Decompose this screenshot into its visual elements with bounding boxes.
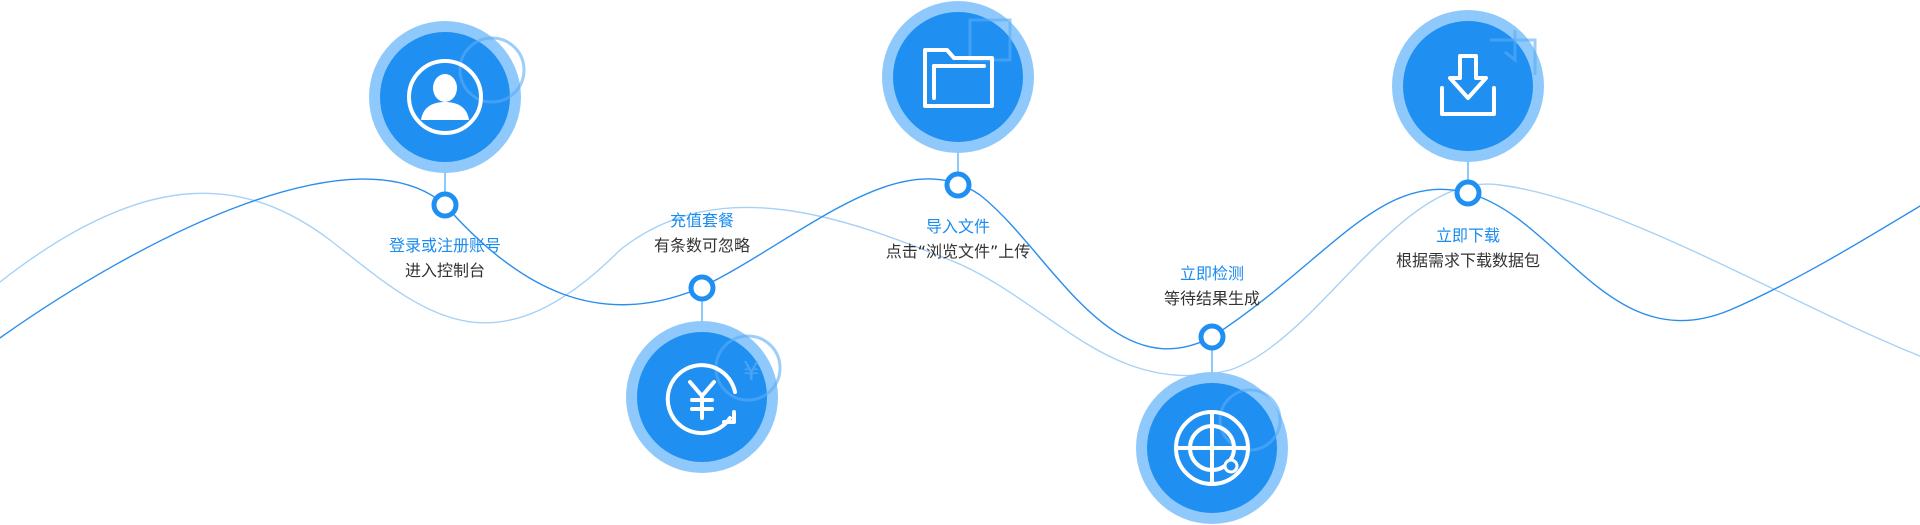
user-icon	[407, 59, 483, 135]
step-marker	[1198, 323, 1226, 351]
step-2-title: 充值套餐	[669, 211, 734, 230]
step-3-title: 导入文件	[925, 217, 990, 236]
step-4-badge	[1136, 372, 1288, 524]
step-marker	[431, 191, 459, 219]
step-4-title: 立即检测	[1179, 264, 1244, 283]
step-5-title: 立即下载	[1435, 226, 1500, 245]
radar-icon	[1174, 410, 1250, 486]
step-5-desc: 根据需求下载数据包	[1395, 251, 1540, 270]
step-2-desc: 有条数可忽略	[653, 236, 750, 255]
yuan-refresh-icon	[665, 363, 737, 436]
step-marker	[688, 274, 716, 302]
step-2-badge: ¥	[626, 321, 782, 473]
step-3-badge	[882, 1, 1034, 153]
folder-icon	[923, 48, 994, 108]
step-3-desc: 点击“浏览文件”上传	[885, 242, 1031, 261]
step-marker	[944, 171, 972, 199]
step-1-desc: 进入控制台	[404, 261, 485, 280]
svg-text:¥: ¥	[743, 357, 760, 387]
step-1-title: 登录或注册账号	[388, 236, 501, 255]
step-marker	[1454, 179, 1482, 207]
step-1-badge	[369, 21, 526, 173]
step-4-desc: 等待结果生成	[1163, 289, 1260, 308]
download-icon	[1440, 54, 1496, 116]
step-5-badge	[1392, 10, 1544, 162]
light-wave-line	[0, 183, 1920, 377]
